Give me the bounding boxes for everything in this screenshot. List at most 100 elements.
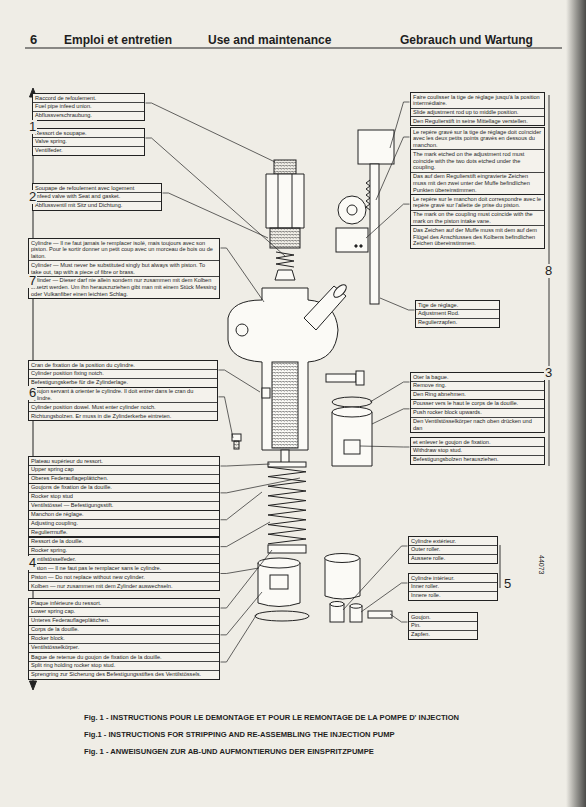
part-description: Split ring holding rocker stop stud. (29, 662, 219, 671)
callout-number: 8 (544, 264, 553, 278)
callout-number: 3 (544, 366, 553, 380)
part-description: The mark etched on the adjustment rod mu… (411, 150, 544, 172)
pump-parts (228, 130, 394, 622)
leader-line (219, 370, 261, 392)
leader-line (221, 550, 273, 608)
part-description: Aussere rolle. (409, 555, 497, 563)
callout-box: Goujon.Pin.Zapfen. (408, 612, 478, 640)
leader-line (221, 492, 263, 520)
callout-box: Plaque inférieure du ressort.Lower sprin… (28, 598, 220, 626)
leader-line (361, 583, 408, 612)
part-description: Den Ring abnehmen. (411, 391, 544, 399)
callout-box: Le repère sur le manchon doit correspond… (410, 194, 545, 248)
part-description: Cylindre intérieur. (409, 574, 497, 583)
leader-line (360, 446, 410, 447)
part-description: Lower spring cap. (29, 608, 219, 617)
leader-line (376, 137, 410, 200)
part-description: Manchon de réglage. (29, 511, 219, 520)
callout-number: 2 (28, 190, 37, 204)
callout-box: Plateau supérieur du ressort.Upper sprin… (28, 456, 220, 484)
callout-box: Goujons de fixation de la douille.Rocker… (28, 483, 220, 511)
part-description: Richtungsbolzen. Er muss in die Zylinder… (29, 412, 217, 420)
part-description: Soupape de refoulement avec logement (33, 184, 161, 193)
part-description: Raccord de refoulement. (33, 94, 144, 103)
part-description: Adjusting coupling. (29, 520, 219, 529)
part-description: Piston — Il ne faut pas le remplacer san… (29, 564, 219, 573)
part-description: Inner roller. (409, 583, 497, 592)
figure-caption: Fig.1 - INSTRUCTIONS FOR STRIPPING AND R… (84, 731, 395, 739)
leader-line (380, 298, 415, 310)
page-header: 6 (30, 33, 37, 47)
part-description: Unteres Federauflageplättchen. (29, 617, 219, 625)
leader-line (390, 614, 408, 622)
part-description: Bague de retenue du goujon de fixation d… (29, 653, 219, 662)
callout-box: Raccord de refoulement.Fuel pipe infeed … (32, 93, 145, 121)
part-description: Le repère gravé sur la tige de réglage d… (411, 128, 544, 150)
part-description: Plaque inférieure du ressort. (29, 599, 219, 608)
binding-shadow (566, 0, 586, 807)
part-description: Ressort de la douille. (29, 538, 219, 547)
part-description: Kolben — nur zusammen mit dem Zylinder a… (29, 582, 219, 590)
leader-line (221, 522, 271, 547)
page-header: Use and maintenance (208, 34, 331, 47)
leader-line (219, 397, 234, 438)
callout-box: Manchon de réglage.Adjusting coupling.Re… (28, 510, 220, 538)
callout-box: Oter la bague.Remove ring.Den Ring abneh… (410, 372, 545, 400)
part-description: Upper spring cap (29, 466, 219, 475)
callout-number: 4 (28, 556, 37, 570)
callout-box: Cylindre — Il ne faut jamais le remplace… (28, 238, 220, 299)
part-description: Push rocker block upwards. (411, 409, 544, 418)
callout-number: 5 (504, 577, 511, 591)
callout-number: 7 (28, 274, 37, 288)
part-description: Regulierrnuffe. (29, 529, 219, 537)
part-description: Le repère sur le manchon doit correspond… (411, 195, 544, 211)
part-description: Plateau supérieur du ressort. (29, 457, 219, 466)
part-description: Adjustment Rod. (416, 310, 499, 319)
part-description: Slide adjustment rod up to middle positi… (411, 109, 544, 118)
callout-box: Faire coulisser la tige de réglage jusqu… (410, 92, 545, 126)
part-description: Infeed valve with Seat and gasket. (33, 193, 161, 202)
part-description: Pousser vers le haut le corps de la doui… (411, 400, 544, 409)
callout-box: Bague de retenue du goujon de fixation d… (28, 652, 220, 680)
leader-line (372, 409, 410, 424)
callout-box: Pousser vers le haut le corps de la doui… (410, 399, 545, 433)
leader-line (366, 204, 410, 238)
part-description: Outer roller. (409, 546, 497, 555)
part-description: Abflussventil mit Sitz und Dichtung. (33, 202, 161, 210)
leader-line (221, 248, 265, 302)
figure-caption: Fig. 1 - INSTRUCTIONS POUR LE DEMONTAGE … (84, 714, 459, 722)
part-description: Piston — Do not replace without new cyli… (29, 573, 219, 582)
callout-box: Corps de la douille.Rocker block.Ventils… (28, 625, 220, 653)
part-description: Fuel pipe infeed union. (33, 103, 144, 112)
leader-line (221, 614, 258, 662)
part-description: Befestigungsbolzen herausziehen. (411, 456, 544, 464)
page-header: Gebrauch und Wartung (400, 34, 533, 47)
part-description: Withdraw stop stud. (411, 447, 544, 456)
part-description: Valve spring. (33, 138, 144, 147)
part-description: Oter la bague. (411, 373, 544, 382)
part-description: Zylinder — Dieser darf nie allein sonder… (29, 277, 219, 298)
part-description: Remove ring. (411, 382, 544, 391)
part-description: Pin. (409, 622, 477, 631)
part-description: Befestigungskerbe für die Zylinderlage. (29, 379, 217, 387)
spring-coil (268, 467, 306, 544)
part-description: Rocker block. (29, 635, 219, 644)
part-description: Regulierzapfen. (416, 319, 499, 327)
figure-caption: Fig. 1 - ANWEISUNGEN ZUR AB-UND AUFMONTI… (84, 748, 374, 756)
part-description: Ventilfeder. (33, 147, 144, 155)
callout-number: 6 (28, 386, 37, 400)
part-description: Abflussverschraubung. (33, 112, 144, 120)
leader-line (390, 102, 410, 148)
part-description: Cylinder position fixing notch. (29, 370, 217, 379)
leader-line (221, 592, 263, 635)
leader-line (370, 382, 410, 402)
part-description: Faire coulisser la tige de réglage jusqu… (411, 93, 544, 109)
part-description: Cran de fixation de la position du cylin… (29, 361, 217, 370)
callout-box: Le repère gravé sur la tige de réglage d… (410, 127, 545, 195)
callout-box: Soupape de refoulement avec logementInfe… (32, 183, 162, 211)
header-rule (25, 47, 562, 48)
part-description: Ventilstösselkörper. (29, 644, 219, 652)
part-description: Zapfen. (409, 631, 477, 639)
leader-line (221, 478, 301, 493)
